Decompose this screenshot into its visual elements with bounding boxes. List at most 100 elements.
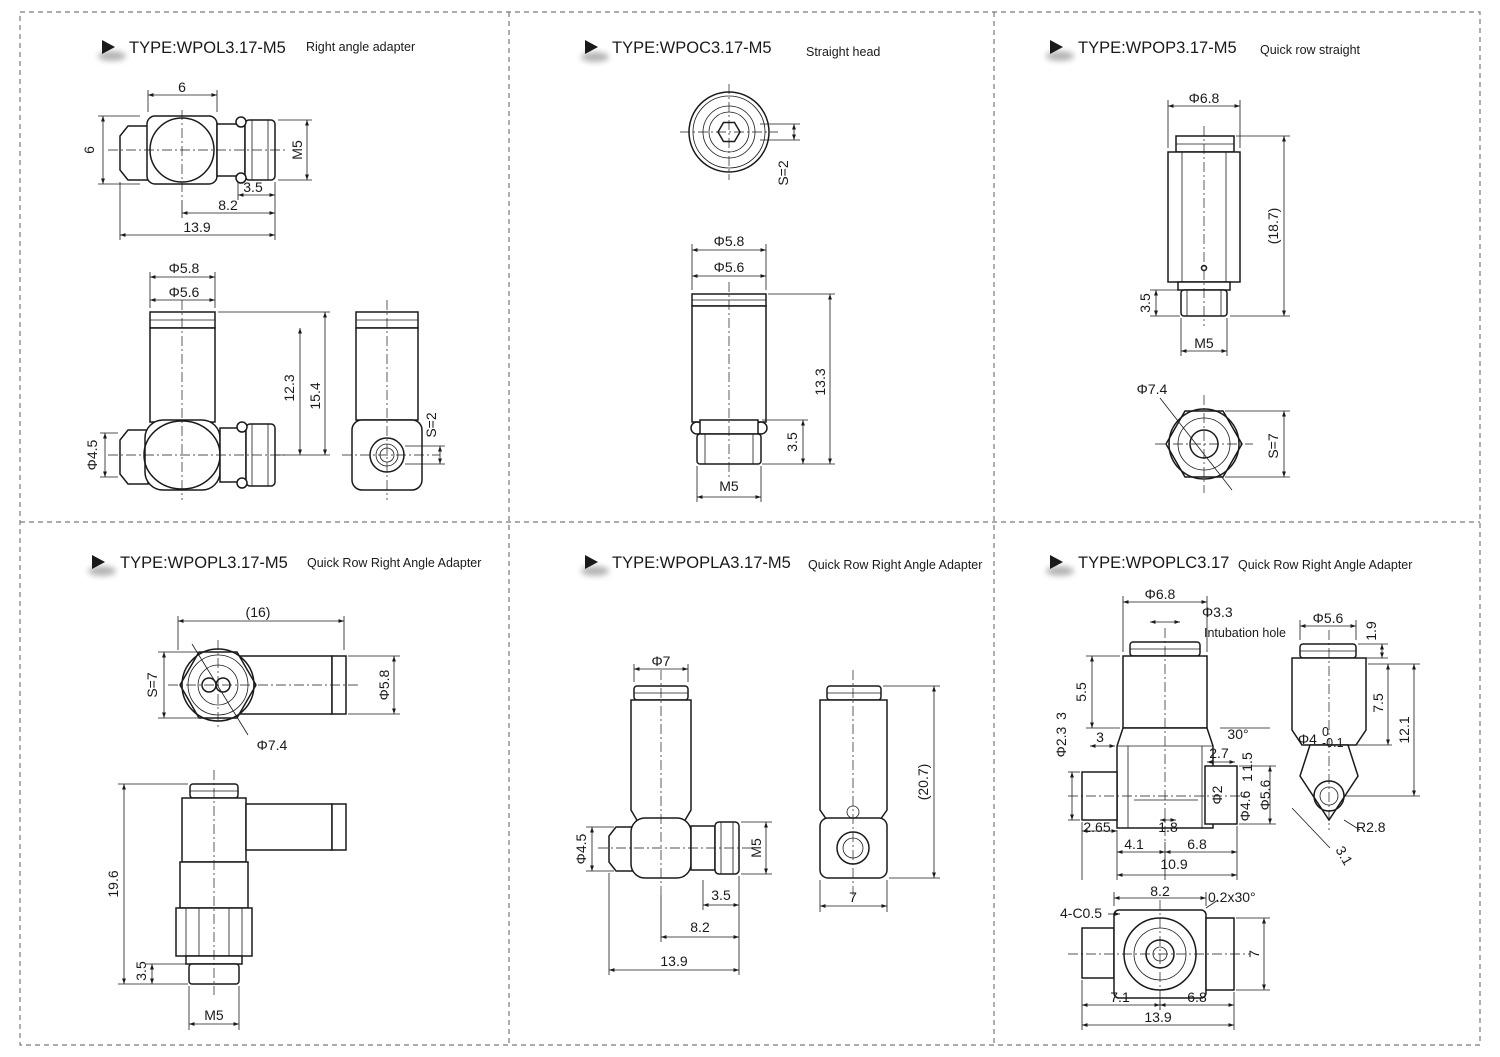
dim-label: 7 xyxy=(1246,950,1262,958)
dim-label: Φ5.6 xyxy=(1313,610,1344,626)
dim-label: Φ2.3 xyxy=(1053,726,1069,757)
dim-label: 4.1 xyxy=(1124,836,1144,852)
dim-label: 6.8 xyxy=(1187,989,1207,1005)
triangle-bullet-icon xyxy=(92,555,105,569)
dim-label: 2.7 xyxy=(1209,745,1229,761)
dim-label: 13.3 xyxy=(812,368,828,395)
dim-label: 5.5 xyxy=(1073,682,1089,702)
dim-label: 7.1 xyxy=(1110,989,1130,1005)
panel-header-p3: TYPE:WPOP3.17-M5 Quick row straight xyxy=(1046,39,1361,61)
subtitle: Right angle adapter xyxy=(306,40,415,54)
dim-label: 1.5 xyxy=(1239,752,1255,772)
drawing-p1: 6 6 M5 3.5 8.2 13.9 Φ5.8 Φ5.6 12.3 15.4 … xyxy=(81,79,445,500)
triangle-bullet-icon xyxy=(1050,40,1063,54)
subtitle: Straight head xyxy=(806,45,880,59)
panel-grid xyxy=(19,11,1481,1046)
front-view xyxy=(175,770,347,995)
dim-label: 3.5 xyxy=(133,961,149,981)
side-view xyxy=(819,670,888,895)
dim-label: Φ4.6 xyxy=(1237,790,1253,821)
dim-label: M5 xyxy=(748,838,764,858)
panel-header-p1: TYPE:WPOL3.17-M5 Right angle adapter xyxy=(98,39,415,61)
dim-label: S=7 xyxy=(144,672,160,698)
dim-label: 3 xyxy=(1096,729,1104,745)
dimensions xyxy=(118,616,400,1030)
dim-label: S=2 xyxy=(775,160,791,186)
panel-header-p2: TYPE:WPOC3.17-M5 Straight head xyxy=(581,39,880,62)
bottom-view xyxy=(1068,900,1250,1010)
triangle-bullet-icon xyxy=(102,40,115,54)
subtitle: Quick Row Right Angle Adapter xyxy=(808,558,982,572)
dim-label: Φ3.3 xyxy=(1202,604,1233,620)
tolerance-upper: 0 xyxy=(1322,725,1329,739)
dim-label: 1 xyxy=(1239,774,1255,782)
dim-label: 7 xyxy=(849,889,857,905)
subtitle: Quick row straight xyxy=(1260,43,1361,57)
dim-label: 7.5 xyxy=(1370,693,1386,713)
dim-label: Φ5.8 xyxy=(714,233,745,249)
side-view xyxy=(1291,630,1367,830)
type-label: TYPE:WPOP3.17-M5 xyxy=(1078,39,1237,57)
end-view xyxy=(1155,395,1253,493)
dim-label: Φ5.6 xyxy=(1257,779,1273,810)
dim-label: 3.1 xyxy=(1333,843,1357,868)
dim-label: 12.1 xyxy=(1396,716,1412,743)
dim-label: 4-C0.5 xyxy=(1060,905,1102,921)
dim-label: Φ6.8 xyxy=(1145,586,1176,602)
type-label: TYPE:WPOPL3.17-M5 xyxy=(120,554,288,572)
dim-label: 0.2x30° xyxy=(1208,889,1256,905)
dimension-labels: Φ6.8 Φ3.3 Intubation hole Φ5.6 1.9 5.5 Φ… xyxy=(1053,586,1412,1025)
dim-label: Φ5.6 xyxy=(169,284,200,300)
dim-label: 3 xyxy=(1053,712,1069,720)
type-label: TYPE:WPOC3.17-M5 xyxy=(612,39,772,57)
dim-label: Φ4 xyxy=(1298,731,1317,747)
dimension-labels: (16) S=7 Φ5.8 Φ7.4 19.6 3.5 M5 xyxy=(105,604,392,1023)
dim-label: Φ7.4 xyxy=(257,737,288,753)
drawing-p6: Φ6.8 Φ3.3 Intubation hole Φ5.6 1.9 5.5 Φ… xyxy=(1053,586,1420,1030)
dim-label: 2.65 xyxy=(1083,819,1110,835)
dim-label: Φ5.6 xyxy=(714,259,745,275)
front-view xyxy=(1068,628,1250,842)
triangle-bullet-icon xyxy=(1050,555,1063,569)
dim-label: 6 xyxy=(178,79,186,95)
type-label: TYPE:WPOPLC3.17 xyxy=(1078,554,1229,572)
dim-label: 3.5 xyxy=(784,432,800,452)
panel-header-p6: TYPE:WPOPLC3.17 Quick Row Right Angle Ad… xyxy=(1046,554,1412,576)
subtitle: Quick Row Right Angle Adapter xyxy=(1238,558,1412,572)
dim-label: 3.5 xyxy=(243,179,263,195)
dim-label: M5 xyxy=(289,140,305,160)
type-label: TYPE:WPOPLA3.17-M5 xyxy=(612,554,791,572)
dim-label: (18.7) xyxy=(1265,208,1281,245)
dim-label: S=7 xyxy=(1265,433,1281,459)
dim-label: Φ4.5 xyxy=(573,833,589,864)
dimensions xyxy=(586,664,940,975)
dim-label: Φ7.4 xyxy=(1137,381,1168,397)
side-view xyxy=(342,300,440,500)
type-label: TYPE:WPOL3.17-M5 xyxy=(129,39,286,57)
dim-label: Φ5.8 xyxy=(376,669,392,700)
dim-label: 15.4 xyxy=(307,382,323,409)
dim-label: 8.2 xyxy=(1150,883,1170,899)
dim-label: (16) xyxy=(246,604,271,620)
dim-label: 8.2 xyxy=(218,197,238,213)
triangle-bullet-icon xyxy=(585,40,598,54)
dim-label: 30° xyxy=(1227,726,1248,742)
tolerance-lower: -0.1 xyxy=(1322,736,1344,750)
dim-label: 1.9 xyxy=(1363,621,1379,641)
dim-label: 8.2 xyxy=(690,919,710,935)
top-view xyxy=(168,640,360,736)
dimension-labels: S=2 Φ5.8 Φ5.6 13.3 3.5 M5 xyxy=(714,160,828,494)
dim-label: 3.5 xyxy=(1137,293,1153,313)
dim-label: Φ6.8 xyxy=(1189,90,1220,106)
dim-label: 12.3 xyxy=(281,374,297,401)
dimensions xyxy=(691,123,835,502)
front-view xyxy=(598,670,752,895)
dim-label: 13.9 xyxy=(183,219,210,235)
top-view xyxy=(108,110,288,200)
dim-label: Φ7 xyxy=(652,653,671,669)
drawing-p3: Φ6.8 (18.7) 3.5 M5 Φ7.4 S=7 xyxy=(1137,90,1290,493)
triangle-bullet-icon xyxy=(585,555,598,569)
dimension-labels: Φ7 Φ4.5 M5 3.5 8.2 13.9 (20.7) 7 xyxy=(573,653,931,969)
drawing-p5: Φ7 Φ4.5 M5 3.5 8.2 13.9 (20.7) 7 xyxy=(573,653,940,975)
dim-label: 6 xyxy=(81,146,97,154)
